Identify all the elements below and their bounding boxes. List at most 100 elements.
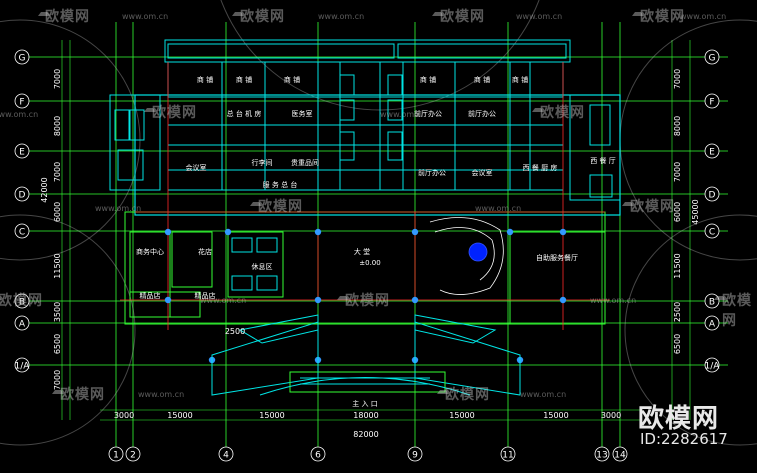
watermark-brand: 欧模网 — [440, 9, 485, 25]
col-axis-bubble: 6 — [310, 446, 326, 462]
building-walls — [109, 39, 621, 325]
watermark-url-11: www.om.cn — [138, 390, 185, 399]
watermark-url-2: www.om.cn — [318, 12, 365, 21]
watermark-url-3: www.om.cn — [516, 12, 563, 21]
watermark-brand: 欧模网 — [240, 9, 285, 25]
room-label-west-back: 西 餐 厅 — [590, 156, 615, 165]
dim-right: 7000 — [673, 162, 682, 182]
watermark-8: 欧模网 — [630, 196, 675, 216]
row-axis-label: G — [19, 54, 26, 64]
row-axis-bubble: A — [704, 315, 720, 331]
dim-left: 7000 — [53, 370, 62, 390]
room-label-shop2: 商 铺 — [236, 75, 252, 84]
watermark-url-10: www.om.cn — [590, 296, 637, 305]
dim-bottom: 3000 — [114, 411, 134, 420]
watermark-url-7: www.om.cn — [95, 204, 142, 213]
watermark-url-6: www.om.cn — [380, 110, 427, 119]
col-axis-bubble: 1 — [108, 446, 124, 462]
row-axis-bubble: F — [704, 93, 720, 109]
dim-bottom-total: 82000 — [353, 430, 378, 439]
column-dot — [314, 228, 322, 236]
room-label-meeting2: 会议室 — [472, 168, 493, 177]
room-label-meeting1: 会议室 — [186, 163, 207, 172]
watermark-brand: 欧模网 — [45, 9, 90, 25]
room-label-front-office2: 前厅办公 — [468, 109, 496, 118]
col-axis-label: 13 — [596, 451, 607, 461]
col-axis-bubble: 9 — [407, 446, 423, 462]
row-axis-label: 1/A — [705, 362, 721, 372]
dim-left: 6500 — [53, 334, 62, 354]
dim-bottom: 15000 — [167, 411, 192, 420]
dim-bottom: 15000 — [449, 411, 474, 420]
column-dot — [506, 228, 514, 236]
watermark-logo-mark — [432, 12, 444, 16]
col-axis-label: 9 — [412, 451, 418, 461]
col-axis-bubble: 11 — [500, 446, 516, 462]
watermark-brand: 欧模网 — [60, 387, 105, 403]
arc — [0, 214, 136, 446]
room-label-general-office: 总 台 机 房 — [227, 109, 262, 118]
room-label-front-office3: 前厅办公 — [418, 168, 446, 177]
dim-right: 8000 — [673, 116, 682, 136]
room-label-west-kitchen: 西 餐 厨 房 — [523, 163, 558, 172]
row-axis-label: D — [19, 191, 26, 201]
watermark-logo-mark — [632, 12, 644, 16]
dim-right: 11500 — [673, 253, 682, 278]
room-label-valuables: 贵重品间 — [291, 158, 319, 167]
watermark-1: 欧模网 — [45, 6, 90, 26]
dim-left: 8000 — [53, 116, 62, 136]
row-axis-label: A — [709, 320, 716, 330]
room-label-luggage: 行李间 — [252, 158, 273, 167]
watermark-url-4: www.om.cn — [680, 12, 727, 21]
watermark-logo-mark — [622, 202, 634, 206]
dim-right: 2500 — [673, 302, 682, 322]
watermark-brand: 欧模网 — [640, 9, 685, 25]
row-axis-label: A — [19, 320, 26, 330]
col-axis-bubble: 4 — [218, 446, 234, 462]
dim-bottom: 3000 — [601, 411, 621, 420]
row-axis-bubble: E — [704, 143, 720, 159]
watermark-url-5: www.om.cn — [0, 110, 39, 119]
watermark-5: 欧模网 — [152, 102, 197, 122]
column-dot — [559, 228, 567, 236]
room-label-front-office1: 前厅办公 — [414, 109, 442, 118]
watermark-11: 欧模网 — [722, 290, 757, 330]
room-label-shop6: 商 铺 — [512, 75, 528, 84]
watermark-url-1: www.om.cn — [122, 12, 169, 21]
room-label-tour-center: 商务中心 — [136, 247, 164, 256]
column-dot — [411, 228, 419, 236]
room-label-shop3: 商 铺 — [284, 75, 300, 84]
col-axis-label: 14 — [614, 451, 626, 461]
watermark-brand: 欧模网 — [445, 387, 490, 403]
watermark-url-9: www.om.cn — [200, 296, 247, 305]
curved-stair — [429, 217, 504, 295]
room-label-self-service: 自助服务餐厅 — [536, 253, 578, 262]
col-axis-label: 4 — [223, 451, 229, 461]
watermark-brand: 欧模网 — [345, 293, 390, 309]
room-label-lobby: 大 堂 — [354, 247, 370, 256]
watermark-13: 欧模网 — [445, 384, 490, 404]
row-axis-bubble: D — [14, 186, 30, 202]
room-label-doctor: 医务室 — [292, 109, 313, 118]
dim-bottom: 18000 — [353, 411, 378, 420]
col-axis-label: 6 — [315, 451, 321, 461]
row-axis-bubble: B — [704, 293, 720, 309]
watermark-12: 欧模网 — [60, 384, 105, 404]
watermark-9: 欧模网 — [0, 290, 43, 310]
row-axis-label: C — [709, 228, 715, 238]
row-axis-label: B — [19, 298, 25, 308]
structural-lines — [120, 62, 610, 330]
watermark-6: 欧模网 — [540, 102, 585, 122]
column-dot — [164, 296, 172, 304]
column-dot — [559, 296, 567, 304]
col-axis-label: 2 — [130, 451, 136, 461]
column-dot — [411, 296, 419, 304]
watermark-7: 欧模网 — [258, 196, 303, 216]
room-label-rest: 休息区 — [252, 262, 273, 271]
row-axis-label: F — [709, 98, 714, 108]
watermark-logo-mark — [232, 12, 244, 16]
row-axis-bubble: G — [14, 49, 30, 65]
watermark-10: 欧模网 — [345, 290, 390, 310]
watermark-brand: 欧模网 — [540, 105, 585, 121]
room-label-service-desk: 服 务 总 台 — [263, 180, 298, 189]
